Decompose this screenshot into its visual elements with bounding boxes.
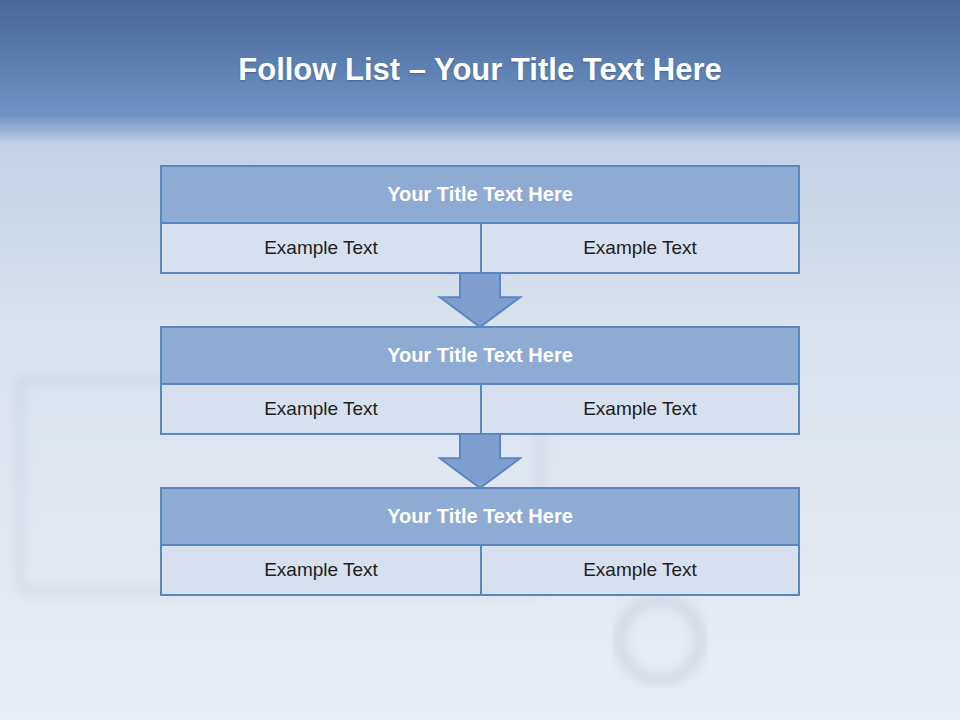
- detail-cell: Example Text: [480, 385, 798, 433]
- node-text: Example Text: [575, 233, 705, 263]
- node-text: Your Title Text Here: [162, 167, 798, 224]
- node-text: Example Text: [575, 555, 705, 585]
- slide-title: Follow List – Your Title Text Here: [0, 52, 960, 88]
- detail-cell: Example Text: [162, 224, 480, 272]
- step-box: Your Title Text HereExample Text Example …: [160, 487, 800, 596]
- node-text: Example Text: [256, 233, 386, 263]
- detail-cell: Example Text: [162, 546, 480, 594]
- detail-cell: Example Text: [480, 224, 798, 272]
- node-text: Example Text: [575, 394, 705, 424]
- flow-arrow: [440, 273, 520, 327]
- title-area: Follow List – Your Title Text Here: [0, 52, 960, 88]
- node-text: Your Title Text Here: [162, 489, 798, 546]
- node-text: Example Text: [256, 394, 386, 424]
- node-text: Your Title Text Here: [162, 328, 798, 385]
- background-decoration: [620, 600, 700, 680]
- detail-cell: Example Text: [162, 385, 480, 433]
- detail-cell: Example Text: [480, 546, 798, 594]
- node-text: Example Text: [256, 555, 386, 585]
- flow-arrow: [440, 434, 520, 488]
- step-box: Your Title Text HereExample Text Example …: [160, 326, 800, 435]
- step-box: Your Title Text HereExample Text Example …: [160, 165, 800, 274]
